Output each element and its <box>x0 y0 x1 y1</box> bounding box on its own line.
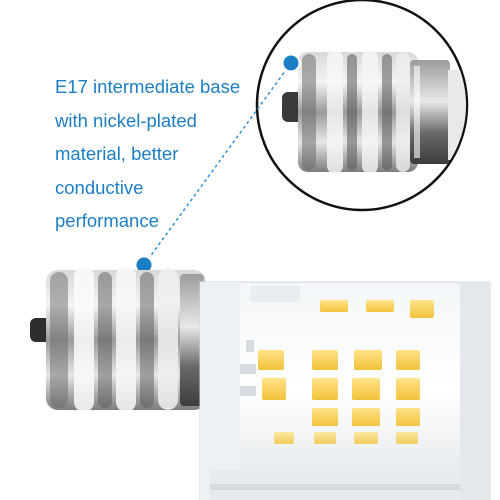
bulb-threaded-base <box>46 266 206 412</box>
zoom-inset <box>255 0 469 212</box>
zoom-base-closeup <box>282 50 466 174</box>
callout-dot-upper-icon <box>281 53 301 73</box>
callout-line-3: material, better <box>55 143 179 164</box>
led-chip-grid <box>258 350 420 444</box>
feature-callout: E17 intermediate base with nickel-plated… <box>55 70 255 238</box>
callout-line-5: performance <box>55 210 159 231</box>
led-bulb <box>30 266 491 500</box>
bulb-led-body <box>199 281 491 500</box>
callout-line-1: E17 intermediate base <box>55 76 241 97</box>
callout-line-4: conductive <box>55 176 144 198</box>
callout-line-2: with nickel-plated <box>55 109 197 131</box>
